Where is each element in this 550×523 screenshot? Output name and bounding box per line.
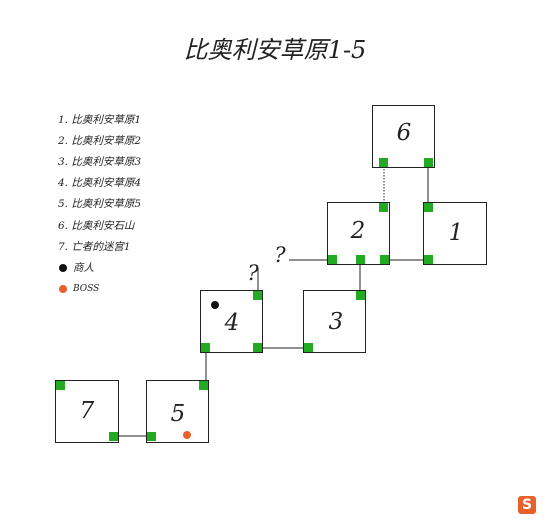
room-6-label: 6: [397, 120, 412, 146]
legend-merchant: 商人: [58, 257, 141, 278]
portal-icon: [356, 255, 365, 264]
portal-icon: [253, 291, 262, 300]
portal-icon: [380, 255, 389, 264]
legend-item-5: 5. 比奥利安草原5: [58, 198, 142, 211]
legend-item-1: 1. 比奥利安草原1: [58, 113, 142, 126]
legend: 1. 比奥利安草原1 2. 比奥利安草原2 3. 比奥利安草原3 4. 比奥利安…: [58, 109, 141, 300]
room-3: [303, 290, 366, 353]
merchant-icon: [59, 263, 67, 272]
legend-item-6: 6. 比奥利安石山: [58, 219, 135, 232]
unknown-mark-4: ?: [247, 261, 259, 285]
room-4: [200, 290, 263, 353]
room-7-label: 7: [80, 398, 95, 424]
portal-icon: [424, 158, 433, 167]
room-7: [55, 380, 119, 443]
room-5: [146, 380, 209, 443]
room-4-label: 4: [224, 310, 240, 336]
portal-icon: [253, 343, 262, 352]
portal-icon: [424, 255, 433, 264]
boss-marker-icon: [183, 431, 191, 439]
legend-item-7: 7. 亡者的迷宫1: [58, 240, 131, 253]
legend-merchant-label: 商人: [73, 261, 94, 274]
rooms: [55, 105, 487, 443]
portal-icon: [199, 381, 208, 390]
legend-item-3: 3. 比奥利安草原3: [58, 155, 142, 168]
room-1-label: 1: [449, 220, 464, 246]
portal-icon: [56, 381, 65, 390]
legend-item-2: 2. 比奥利安草原2: [58, 134, 142, 147]
portals: [56, 158, 433, 441]
room-3-label: 3: [329, 309, 344, 335]
room-2: [327, 202, 390, 265]
room-1: [423, 202, 487, 265]
room-2-label: 2: [350, 218, 366, 244]
unknown-mark-2: ?: [274, 243, 286, 267]
legend-boss: BOSS: [58, 279, 141, 300]
portal-icon: [147, 432, 156, 441]
merchant-marker-icon: [211, 301, 219, 309]
connectors: [118, 166, 429, 437]
portal-icon: [109, 432, 118, 441]
boss-icon: [59, 285, 67, 294]
logo-letter: S: [521, 497, 533, 513]
page-title: 比奥利安草原1-5: [183, 36, 367, 64]
portal-icon: [328, 255, 337, 264]
portal-icon: [379, 203, 388, 212]
portal-icon: [201, 343, 210, 352]
room-6: [372, 105, 435, 168]
portal-icon: [356, 291, 365, 300]
portal-icon: [424, 203, 433, 212]
portal-icon: [379, 158, 388, 167]
legend-item-4: 4. 比奥利安草原4: [58, 177, 142, 190]
site-logo-icon: S: [518, 496, 536, 514]
portal-icon: [304, 343, 313, 352]
room-5-label: 5: [171, 401, 186, 427]
legend-boss-label: BOSS: [73, 284, 100, 295]
